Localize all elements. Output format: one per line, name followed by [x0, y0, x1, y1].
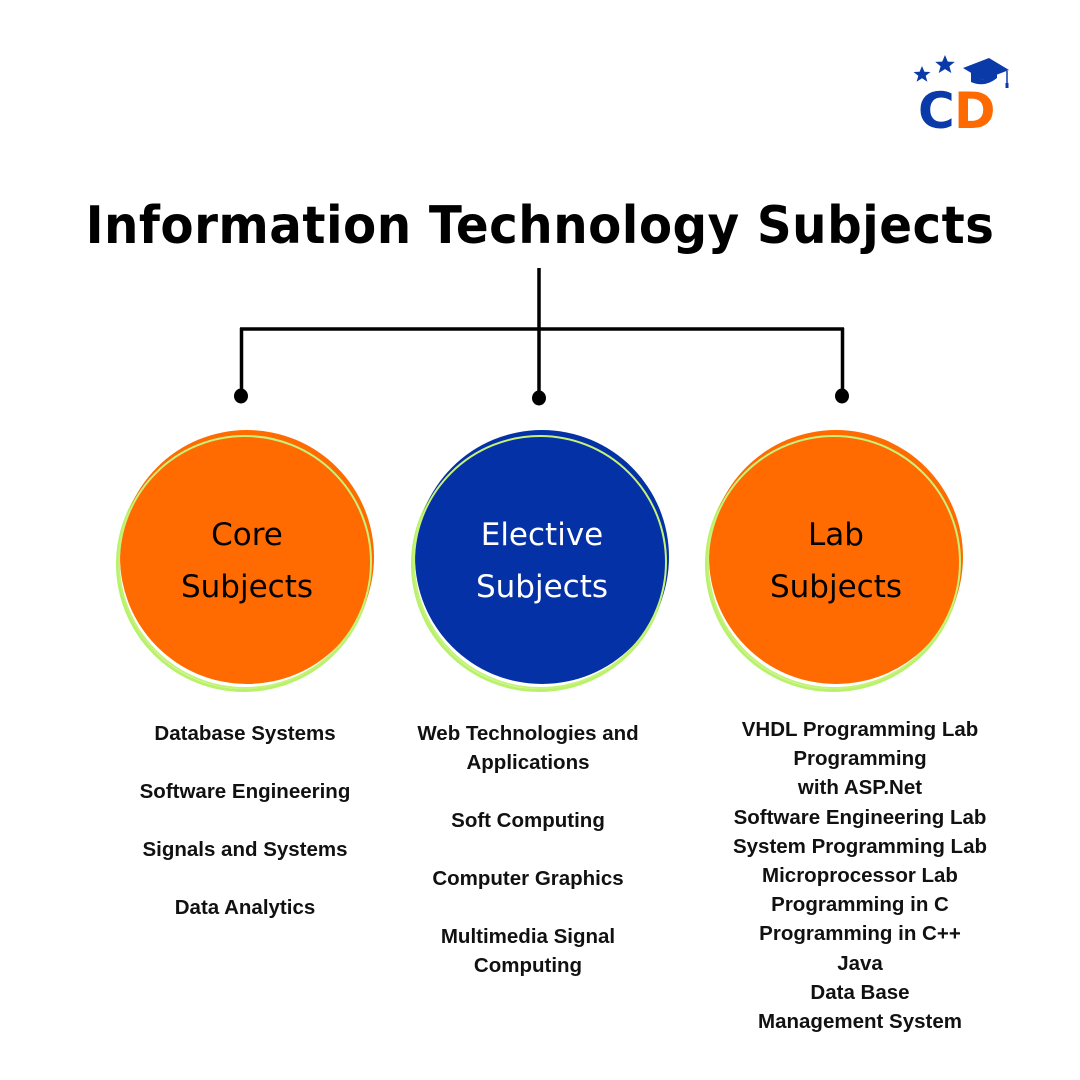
- list-item: Signals and Systems: [142, 838, 348, 861]
- list-item: Data Analytics: [174, 896, 316, 919]
- logo-letter-c: C: [918, 82, 955, 135]
- list-item: Programming in C++: [759, 922, 961, 946]
- cd-logo: C D: [913, 55, 1009, 135]
- core-subjects-node: Core Subjects: [116, 430, 378, 692]
- connector-dot-center: [532, 390, 546, 406]
- connector-dot-left: [234, 388, 248, 404]
- list-item: Web Technologies and Applications: [417, 722, 639, 774]
- star-icon: [913, 66, 931, 82]
- circle-label: Lab Subjects: [705, 430, 967, 692]
- circle-label-line1: Elective: [480, 517, 604, 553]
- core-subjects-list: Database Systems Software Engineering Si…: [120, 719, 370, 951]
- list-item: Programming in C: [771, 893, 949, 917]
- list-item: VHDL Programming Lab: [741, 718, 979, 741]
- circle-label-line1: Core: [211, 517, 283, 553]
- graduation-cap-icon: [963, 58, 1009, 88]
- list-item: Programming with ASP.Net: [793, 747, 927, 800]
- logo-letter-d: D: [954, 82, 996, 135]
- list-item: Database Systems: [154, 722, 336, 745]
- elective-subjects-list: Web Technologies and Applications Soft C…: [398, 719, 658, 980]
- star-icon: [935, 55, 955, 73]
- list-item: System Programming Lab: [732, 834, 988, 858]
- circle-inner-ring: [118, 435, 372, 689]
- list-item: Data Base Management System: [758, 980, 962, 1034]
- circle-label-line2: Subjects: [180, 569, 314, 605]
- list-item: Computer Graphics: [432, 867, 624, 890]
- list-item: Soft Computing: [451, 809, 605, 832]
- connector-dot-right: [835, 388, 849, 404]
- circle-label-line2: Subjects: [475, 569, 609, 605]
- circle-inner-ring: [413, 435, 667, 689]
- circle-label-line2: Subjects: [769, 569, 903, 605]
- circle-inner-ring: [707, 435, 961, 689]
- list-item: Microprocessor Lab: [762, 864, 958, 888]
- list-item: Java: [837, 951, 883, 975]
- circle-label-line1: Lab: [808, 517, 864, 553]
- lab-subjects-node: Lab Subjects: [705, 430, 967, 692]
- circle-label: Core Subjects: [116, 430, 378, 692]
- list-item: Multimedia Signal Computing: [440, 925, 616, 977]
- elective-subjects-node: Elective Subjects: [411, 430, 673, 692]
- list-item: Software Engineering Lab: [733, 805, 987, 829]
- circle-label: Elective Subjects: [411, 430, 673, 692]
- page-title: Information Technology Subjects: [85, 196, 995, 256]
- lab-subjects-list: VHDL Programming Lab Programming with AS…: [715, 715, 1005, 1036]
- list-item: Software Engineering: [139, 780, 351, 803]
